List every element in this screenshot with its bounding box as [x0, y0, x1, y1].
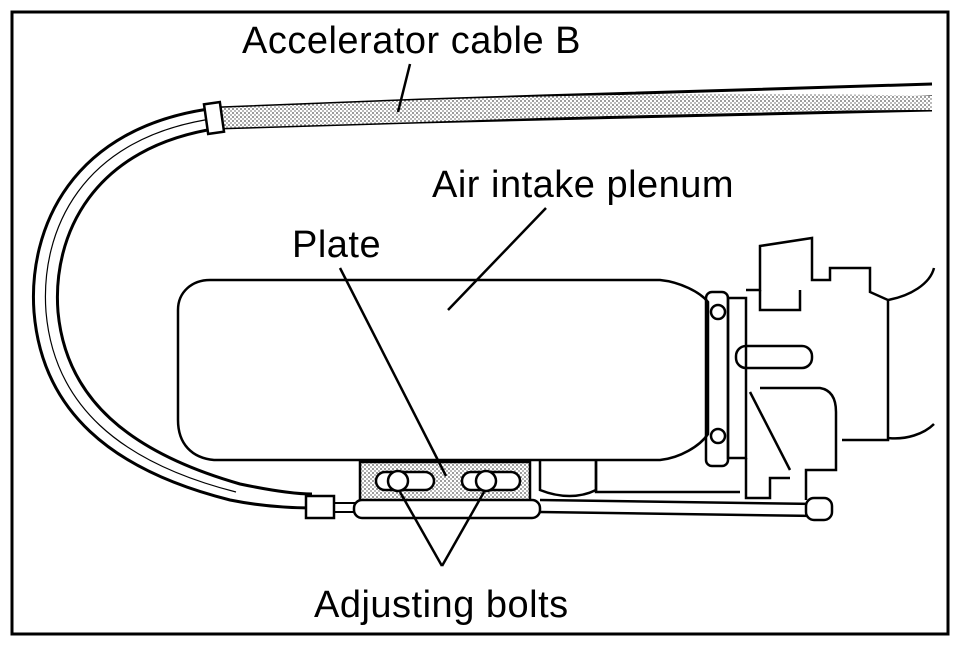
adjusting-bolt-right [474, 469, 498, 493]
frame-border [10, 10, 950, 636]
leader-plate [338, 267, 448, 477]
adjusting-bolt-left [386, 469, 410, 493]
label-air-intake-plenum: Air intake plenum [432, 164, 735, 206]
leader-cable [396, 63, 412, 113]
label-plate: Plate [292, 224, 382, 266]
accelerator-cable [31, 82, 933, 520]
throttle-rod [539, 496, 834, 522]
plate [352, 460, 542, 520]
leader-plenum [447, 207, 547, 311]
air-intake-plenum-body [176, 236, 936, 500]
label-adjusting-bolts: Adjusting bolts [314, 584, 569, 626]
label-accelerator-cable: Accelerator cable B [242, 20, 581, 62]
leader-bolt-left [398, 491, 444, 567]
leader-bolt-right [440, 491, 486, 567]
leader-lines [338, 63, 547, 567]
